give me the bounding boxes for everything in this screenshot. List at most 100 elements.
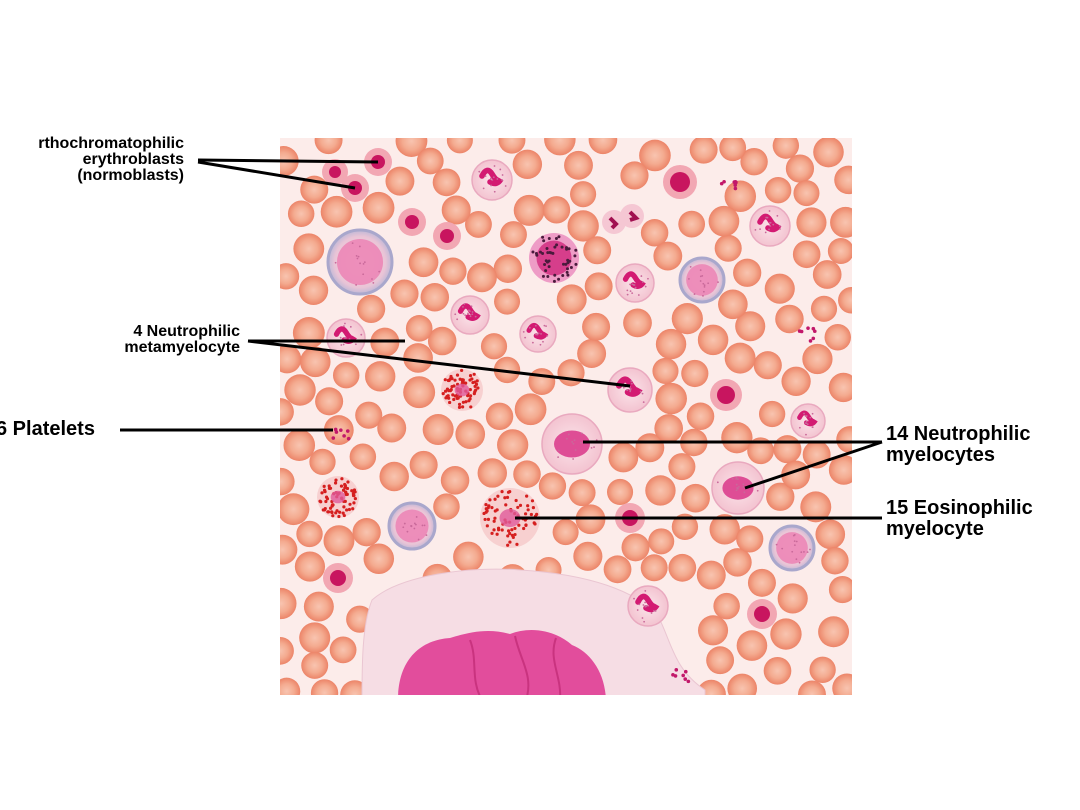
red-blood-cell xyxy=(623,308,652,338)
red-blood-cell xyxy=(655,382,687,415)
red-blood-cell xyxy=(821,547,849,575)
leader-line-myelocyte-2 xyxy=(744,440,883,490)
neut-cell xyxy=(471,159,513,201)
neut-cell xyxy=(607,367,653,413)
red-blood-cell xyxy=(280,344,302,374)
red-blood-cell xyxy=(689,138,718,164)
platelet-cluster xyxy=(331,427,351,441)
blue-cell xyxy=(326,228,394,296)
red-blood-cell xyxy=(477,458,507,488)
red-blood-cell xyxy=(301,651,329,679)
red-blood-cell xyxy=(770,618,802,650)
red-blood-cell xyxy=(773,435,802,464)
red-blood-cell xyxy=(620,161,649,190)
red-blood-cell xyxy=(332,361,360,389)
red-blood-cell xyxy=(405,315,433,342)
red-blood-cell xyxy=(365,361,396,392)
myelo-cell xyxy=(541,413,603,475)
red-blood-cell xyxy=(283,429,316,461)
label-line: erythroblasts xyxy=(82,151,184,168)
red-blood-cell xyxy=(645,475,676,506)
label-line: 14 Neutrophilic xyxy=(886,423,1031,445)
red-blood-cell xyxy=(296,520,323,548)
red-blood-cell xyxy=(721,421,753,454)
red-blood-cell xyxy=(284,374,316,406)
red-blood-cell xyxy=(494,288,521,315)
red-blood-cell xyxy=(727,673,758,695)
red-blood-cell xyxy=(697,324,729,356)
red-blood-cell xyxy=(678,210,706,238)
red-blood-cell xyxy=(455,419,486,449)
red-blood-cell xyxy=(292,316,325,349)
red-blood-cell xyxy=(828,372,852,403)
red-blood-cell xyxy=(747,568,776,597)
red-blood-cell xyxy=(724,342,756,374)
red-blood-cell xyxy=(713,592,740,620)
nrbc-cell xyxy=(747,599,777,629)
nrbc-cell xyxy=(398,208,426,236)
red-blood-cell xyxy=(568,479,596,507)
red-blood-cell xyxy=(500,221,527,249)
red-blood-cell xyxy=(363,543,395,574)
red-blood-cell xyxy=(467,262,497,293)
red-blood-cell xyxy=(800,491,832,523)
label-line: metamyelocyte xyxy=(124,339,240,356)
platelet-cluster xyxy=(719,179,738,191)
red-blood-cell xyxy=(640,554,668,582)
red-blood-cell xyxy=(352,518,381,547)
label-line: 6 Platelets xyxy=(0,418,95,440)
label-orthochromatophilic-erythroblasts: rthochromatophilic erythroblasts (normob… xyxy=(38,136,184,184)
red-blood-cell xyxy=(603,555,632,584)
red-blood-cell xyxy=(718,289,748,320)
red-blood-cell xyxy=(809,656,836,683)
nrbc-cell xyxy=(323,563,353,593)
red-blood-cell xyxy=(708,205,740,237)
red-blood-cell xyxy=(280,677,301,695)
nrbc-cell xyxy=(663,165,697,199)
red-blood-cell xyxy=(792,240,821,269)
red-blood-cell xyxy=(567,210,599,242)
red-blood-cell xyxy=(280,263,300,290)
platelet-clusters xyxy=(331,179,817,684)
neut-cell xyxy=(615,263,655,303)
eos-cell xyxy=(317,476,359,519)
red-blood-cell xyxy=(740,148,768,176)
neut-cell xyxy=(627,585,669,627)
red-blood-cell xyxy=(538,472,567,500)
red-blood-cell xyxy=(777,583,808,614)
red-blood-cell xyxy=(696,560,726,590)
red-blood-cell xyxy=(409,450,438,479)
red-blood-cell xyxy=(775,304,804,334)
red-blood-cell xyxy=(832,673,852,695)
red-blood-cell xyxy=(440,466,470,495)
leader-line-metamyelocyte-2 xyxy=(247,339,631,388)
red-blood-cell xyxy=(719,138,747,162)
red-blood-cell xyxy=(764,176,792,204)
red-blood-cell xyxy=(544,138,576,156)
red-blood-cell xyxy=(736,630,768,661)
red-blood-cell xyxy=(403,343,433,373)
red-blood-cell xyxy=(733,258,762,287)
red-blood-cell xyxy=(758,400,786,428)
blue-cell xyxy=(678,256,726,304)
red-blood-cell xyxy=(772,138,800,159)
red-blood-cell xyxy=(608,442,639,473)
red-blood-cell xyxy=(377,413,407,443)
red-blood-cell xyxy=(686,402,715,431)
red-blood-cell xyxy=(723,548,752,577)
red-blood-cell xyxy=(416,147,444,175)
red-blood-cell xyxy=(293,233,325,265)
red-blood-cell xyxy=(493,254,523,283)
red-blood-cell xyxy=(815,519,846,550)
red-blood-cell xyxy=(385,166,415,196)
red-blood-cell xyxy=(422,414,454,446)
red-blood-cell xyxy=(810,295,838,322)
red-blood-cell xyxy=(280,587,297,620)
label-eosinophilic-myelocyte: 15 Eosinophilic myelocyte xyxy=(886,498,1033,540)
red-blood-cell xyxy=(349,443,377,470)
red-blood-cell xyxy=(697,615,729,646)
red-blood-cell xyxy=(420,283,450,312)
red-blood-cell xyxy=(582,312,611,341)
red-blood-cell xyxy=(668,453,696,481)
